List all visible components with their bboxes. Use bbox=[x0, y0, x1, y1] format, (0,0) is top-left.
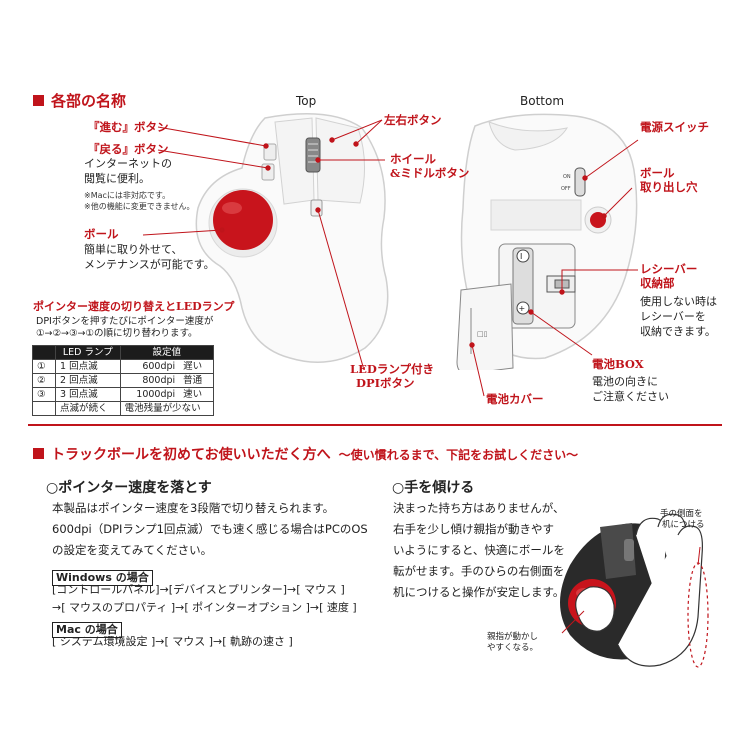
speed-line-3: の設定を変えてみてください。 bbox=[52, 543, 213, 557]
thumb-callout-2: やすくなる。 bbox=[487, 643, 539, 653]
hand-on-mouse-illustration bbox=[560, 513, 709, 668]
row-speed: 遅い bbox=[179, 359, 215, 374]
lr-button-label: 左右ボタン bbox=[384, 113, 442, 127]
wheel-label-2: &ミドルボタン bbox=[390, 166, 470, 180]
svg-text:□▯: □▯ bbox=[477, 330, 487, 338]
battery-box-label: 電池BOX bbox=[592, 357, 644, 371]
mouse-top-illustration bbox=[195, 113, 389, 363]
ball-label: ボール bbox=[84, 227, 119, 241]
dpi-table: LED ランプ 設定値 ① 1 回点滅 600dpi 遅い ② 2 回点滅 80… bbox=[32, 345, 215, 416]
row-speed: 速い bbox=[179, 387, 215, 402]
svg-text:+: + bbox=[519, 304, 526, 313]
battery-cover-label: 電池カバー bbox=[486, 392, 544, 406]
wheel-label-1: ホイール bbox=[390, 152, 436, 166]
forward-button-label: 『進む』ボタン bbox=[88, 120, 169, 134]
battery-desc-2: ご注意ください bbox=[592, 390, 669, 403]
row-led: 2 回点滅 bbox=[55, 373, 121, 388]
section-subtitle: ～使い慣れるまで、下記をお試しください～ bbox=[338, 448, 579, 462]
section-title-beginners: トラックボールを初めてお使いいただく方へ～使い慣れるまで、下記をお試しください～ bbox=[33, 444, 578, 464]
tilt-line-3: いようにすると、快適にボールを bbox=[393, 543, 565, 557]
row-speed: 普通 bbox=[179, 373, 215, 388]
speed-line-2: 600dpi（DPIランプ1回点滅）でも速く感じる場合はPCのOS bbox=[52, 522, 368, 536]
tilt-line-5: 机につけると操作が安定します。 bbox=[393, 585, 565, 599]
top-view-label: Top bbox=[296, 94, 317, 108]
receiver-label-1: レシーバー bbox=[640, 262, 698, 276]
battery-desc-1: 電池の向きに bbox=[592, 375, 658, 388]
tilt-line-1: 決まった持ち方はありませんが、 bbox=[393, 501, 565, 515]
row-led: 1 回点滅 bbox=[55, 359, 121, 374]
bottom-view-label: Bottom bbox=[520, 94, 565, 108]
section-title-parts: 各部の名称 bbox=[33, 90, 126, 111]
row-led: 点滅が続く bbox=[55, 401, 121, 416]
row-dpi: 1000dpi bbox=[119, 387, 180, 402]
back-button-label: 『戻る』ボタン bbox=[88, 142, 169, 156]
speed-line-1: 本製品はポインター速度を3段階で切り替えられます。 bbox=[52, 501, 335, 515]
tilt-line-4: 転がせます。手のひらの右側面を bbox=[393, 564, 565, 578]
dpi-desc-2: ①→②→③→①の順に切り替わります。 bbox=[36, 328, 198, 339]
switch-off-label: OFF bbox=[561, 186, 571, 192]
mac-tag: Mac の場合 bbox=[52, 618, 122, 638]
dpi-header-led: LED ランプ bbox=[55, 345, 121, 360]
led-dpi-label-1: LEDランプ付き bbox=[350, 362, 434, 376]
switch-on-label: ON bbox=[563, 174, 571, 180]
mac-path: [ システム環境設定 ]→[ マウス ]→[ 軌跡の速さ ] bbox=[52, 635, 293, 648]
side-callout-2: 机につける bbox=[662, 520, 705, 530]
ball-eject-label-2: 取り出し穴 bbox=[640, 180, 698, 194]
receiver-desc-3: 収納できます。 bbox=[640, 325, 716, 338]
thumb-callout-1: 親指が動かし bbox=[487, 632, 539, 642]
mouse-bottom-illustration: ON OFF I + □▯ bbox=[456, 113, 638, 370]
receiver-label-2: 収納部 bbox=[640, 276, 675, 290]
row-dpi: 600dpi bbox=[119, 359, 180, 374]
table-row: 点滅が続く 電池残量が少ない bbox=[32, 401, 215, 416]
ball-desc-1: 簡単に取り外せて、 bbox=[84, 243, 183, 256]
windows-path-1: [コントロールパネル]→[デバイスとプリンター]→[ マウス ] bbox=[52, 583, 345, 596]
section-divider bbox=[28, 424, 722, 426]
dpi-header-value: 設定値 bbox=[119, 345, 215, 360]
row-no: ② bbox=[32, 373, 56, 388]
row-no: ① bbox=[32, 359, 56, 374]
table-row: ② 2 回点滅 800dpi 普通 bbox=[32, 373, 215, 388]
table-row: ③ 3 回点滅 1000dpi 速い bbox=[32, 387, 215, 402]
windows-path-2: →[ マウスのプロパティ ]→[ ポインターオプション ]→[ 速度 ] bbox=[52, 601, 357, 614]
dpi-desc-1: DPIボタンを押すたびにポインター速度が bbox=[36, 316, 214, 327]
dpi-title: ポインター速度の切り替えとLEDランプ bbox=[33, 300, 235, 313]
row-no: ③ bbox=[32, 387, 56, 402]
row-dpi: 電池残量が少ない bbox=[119, 401, 215, 416]
pointer-speed-heading: ○ポインター速度を落とす bbox=[46, 480, 212, 496]
receiver-desc-1: 使用しない時は bbox=[640, 295, 717, 308]
note-function: ※他の機能に変更できません。 bbox=[84, 202, 195, 211]
note-mac: ※Macには非対応です。 bbox=[84, 191, 171, 200]
ball-desc-2: メンテナンスが可能です。 bbox=[84, 258, 215, 271]
row-no bbox=[32, 401, 56, 416]
dpi-table-header: LED ランプ 設定値 bbox=[32, 345, 215, 360]
row-led: 3 回点滅 bbox=[55, 387, 121, 402]
tilt-line-2: 右手を少し傾け親指が動きやす bbox=[393, 522, 554, 536]
back-desc-1: インターネットの bbox=[84, 157, 172, 170]
side-callout-1: 手の側面を bbox=[660, 509, 703, 519]
back-desc-2: 閲覧に便利。 bbox=[84, 172, 150, 185]
row-dpi: 800dpi bbox=[119, 373, 180, 388]
tilt-hand-heading: ○手を傾ける bbox=[392, 480, 475, 496]
windows-tag: Windows の場合 bbox=[52, 566, 153, 586]
led-dpi-label-2: DPIボタン bbox=[356, 376, 415, 390]
receiver-desc-2: レシーバーを bbox=[640, 310, 706, 323]
power-switch-label: 電源スイッチ bbox=[640, 120, 709, 134]
table-row: ① 1 回点滅 600dpi 遅い bbox=[32, 359, 215, 374]
ball-eject-label-1: ボール bbox=[640, 166, 675, 180]
svg-text:I: I bbox=[520, 252, 522, 261]
callout-lines bbox=[142, 119, 639, 397]
